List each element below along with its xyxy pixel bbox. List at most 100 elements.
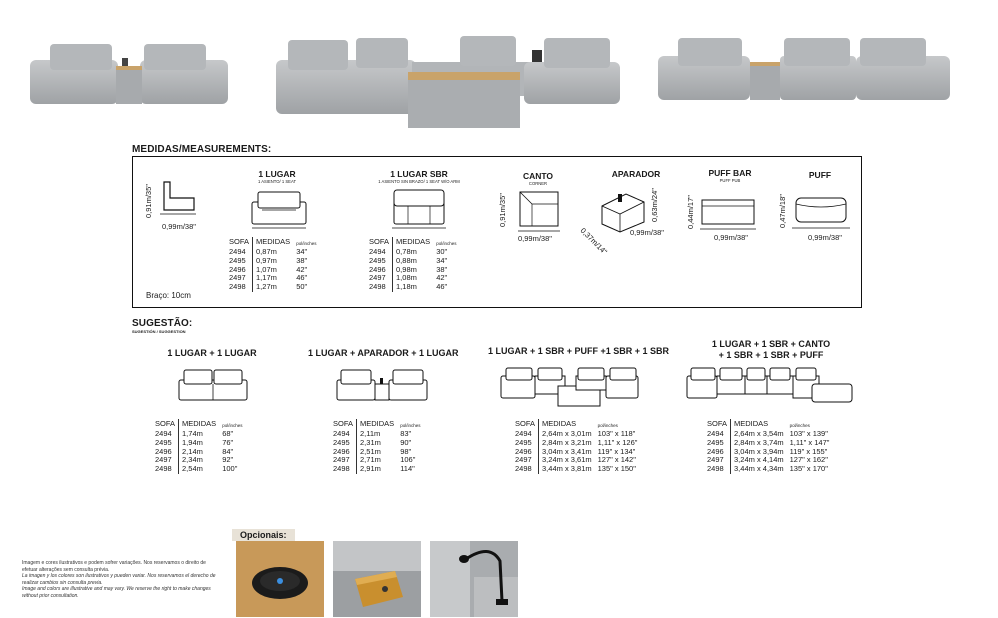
table-cell-medidas: 1,27m <box>252 282 294 292</box>
measurements-title: MEDIDAS/MEASUREMENTS: <box>132 144 272 155</box>
table-cell-inches: 98" <box>400 446 412 456</box>
table-cell-inches: 84" <box>222 446 234 456</box>
one-seat-title: 1 LUGAR <box>258 169 296 179</box>
canto-subtitle: CORNER <box>528 181 548 186</box>
table-cell-inches: 135" x 170" <box>789 464 828 474</box>
table-cell-inches: 46" <box>436 282 448 292</box>
puff-bar-drawing <box>700 199 756 230</box>
table-cell-medidas: 2,31m <box>356 438 398 448</box>
table-cell-medidas: 0,97m <box>252 256 294 266</box>
table-cell-inches: 34" <box>296 247 308 256</box>
table-cell-sofa: 2497 <box>155 455 172 465</box>
puff-bar-width-dim: 0,99m/38" <box>714 233 748 242</box>
table-cell-sofa: 2496 <box>515 446 532 456</box>
aparador-width-dim: 0,99m/38" <box>630 228 664 237</box>
table-cell-sofa: 2498 <box>229 282 246 292</box>
disclaimer: Imagem e cores ilustrativos e podem sofr… <box>22 560 222 600</box>
table-cell-sofa: 2498 <box>333 464 350 474</box>
table-cell-inches: 119" x 155" <box>789 446 828 456</box>
table-cell-inches: 38" <box>296 255 308 265</box>
side-depth-dim: 0,99m/38" <box>162 222 196 231</box>
table-cell-sofa: 2496 <box>229 264 246 274</box>
canto-drawing <box>518 191 560 232</box>
table-cell-sofa: 2497 <box>515 455 532 465</box>
aparador-title: APARADOR <box>611 169 661 179</box>
aparador-drawing <box>601 193 645 233</box>
table-cell-sofa: 2494 <box>155 429 172 438</box>
table-cell-inches: 135" x 150" <box>597 464 636 474</box>
suggestion-title: SUGESTÃO: <box>132 318 193 329</box>
table-cell-sofa: 2495 <box>707 437 724 447</box>
combo-4-drawing <box>686 367 853 403</box>
one-seat-sbr-subtitle: 1 ASIENTO SIN BRAZO/ 1 SEAT W/O ARM <box>378 179 460 184</box>
disclaimer-en: Image and colors are illustrative and ma… <box>22 586 211 599</box>
table-cell-inches: 68" <box>222 429 234 438</box>
table-cell-inches: 90" <box>400 437 412 447</box>
puff-bar-subtitle: PUFF PUB <box>719 178 741 183</box>
sofa-photo-sectional-with-puff <box>276 36 620 128</box>
one-seat-sbr-drawing <box>392 189 446 229</box>
puff-title: PUFF <box>808 170 832 180</box>
table-cell-inches: 50" <box>296 282 308 292</box>
table-cell-medidas: 2,54m <box>178 464 220 474</box>
combo-2-title: 1 LUGAR + APARADOR + 1 LUGAR <box>308 348 459 358</box>
combo-3-drawing <box>500 367 639 407</box>
combo-3-title: 1 LUGAR + 1 SBR + PUFF +1 SBR + 1 SBR <box>488 346 670 356</box>
table-cell-medidas: 3,04m x 3,41m <box>538 447 595 457</box>
combo-4-title-line1: 1 LUGAR + 1 SBR + CANTO <box>711 339 831 349</box>
puff-height-dim: 0,47m/18" <box>778 194 787 228</box>
canto-width-dim: 0,99m/38" <box>518 234 552 243</box>
table-cell-sofa: 2495 <box>229 255 246 265</box>
optional-wireless-charger-photo <box>236 541 324 617</box>
table-cell-medidas: 2,84m x 3,21m <box>538 438 595 448</box>
table-cell-inches: 46" <box>296 273 308 283</box>
table-cell-inches: 114" <box>400 464 415 474</box>
table-cell-sofa: 2495 <box>333 437 350 447</box>
canto-title: CANTO <box>522 171 554 181</box>
table-cell-sofa: 2497 <box>707 455 724 465</box>
table-cell-inches: 76" <box>222 437 234 447</box>
puff-drawing <box>792 197 850 229</box>
table-cell-medidas: 1,07m <box>252 265 294 275</box>
table-cell-medidas: 3,04m x 3,94m <box>730 447 787 457</box>
table-cell-medidas: 1,18m <box>392 282 434 292</box>
table-cell-sofa: 2498 <box>707 464 724 474</box>
table-cell-medidas: 3,44m x 4,34m <box>730 464 787 474</box>
table-cell-inches: 103" x 139" <box>789 429 828 438</box>
table-cell-sofa: 2497 <box>229 273 246 283</box>
table-cell-sofa: 2496 <box>155 446 172 456</box>
table-cell-inches: 92" <box>222 455 234 465</box>
table-cell-sofa: 2494 <box>369 247 386 256</box>
table-cell-sofa: 2494 <box>707 429 724 438</box>
table-cell-inches: 34" <box>436 255 448 265</box>
table-cell-sofa: 2497 <box>333 455 350 465</box>
puff-bar-height-dim: 0,44m/17" <box>686 195 695 229</box>
table-cell-inches: 1,11" x 147" <box>789 437 830 447</box>
puff-bar-title: PUFF BAR <box>708 168 752 178</box>
disclaimer-es: La imagen y los colores son ilustrativos… <box>22 573 216 586</box>
table-cell-inches: 38" <box>436 264 448 274</box>
